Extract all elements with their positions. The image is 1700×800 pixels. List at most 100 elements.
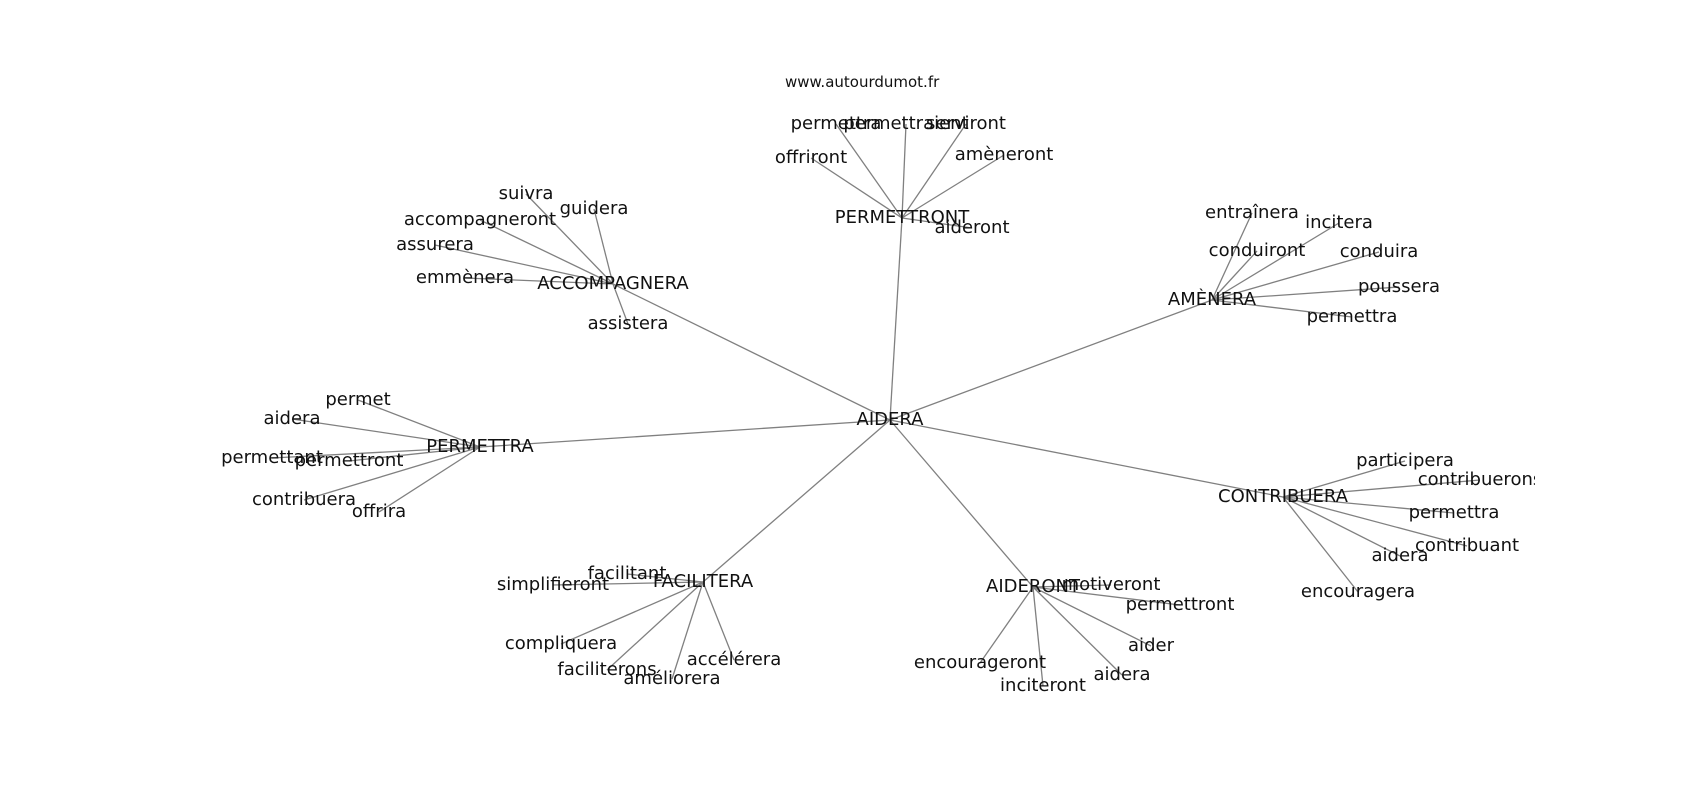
edge-hub-leaf [626, 573, 704, 583]
leaf-node-label: permettront [1126, 594, 1235, 615]
edge-hub-leaf [1032, 586, 1152, 647]
edge-hub-leaf [525, 193, 614, 285]
leaf-node-label: incitera [1305, 212, 1373, 233]
leaf-node-label: motiveront [1062, 574, 1161, 595]
edge-root-hub [479, 419, 891, 448]
edge-hub-leaf [1211, 250, 1258, 301]
hub-node-label: CONTRIBUERA [1218, 486, 1349, 507]
edge-hub-leaf [606, 581, 704, 671]
leaf-node-label: accélérera [687, 649, 781, 670]
leaf-node-label: simplifieront [497, 574, 609, 595]
edge-hub-leaf [671, 581, 704, 680]
leaf-node-label: permettant [221, 447, 323, 468]
root-node-label: AIDERA [857, 409, 925, 430]
edge-hub-leaf [1211, 286, 1400, 301]
leaf-node-label: conduira [1340, 241, 1419, 262]
edge-hub-leaf [464, 277, 614, 285]
edge-hub-leaf [702, 581, 735, 661]
leaf-node-label: assurera [396, 234, 474, 255]
hub-node-label: PERMETTRA [426, 436, 534, 457]
edge-hub-leaf [901, 217, 973, 229]
edge-hub-leaf [1032, 586, 1044, 687]
edge-root-hub [889, 419, 1284, 498]
leaf-node-label: guidera [560, 198, 629, 219]
edge-hub-leaf [901, 123, 967, 219]
leaf-node-label: aidera [1094, 664, 1151, 685]
leaf-node-label: aideront [934, 217, 1009, 238]
leaf-node-label: aider [1128, 635, 1175, 656]
hub-node-label: FACILITERA [653, 571, 754, 592]
edge-hub-leaf [979, 586, 1034, 664]
leaf-node-label: permettraient [843, 113, 968, 134]
leaf-node-label: serviront [926, 113, 1006, 134]
edge-hub-leaf [271, 446, 481, 459]
edge-root-hub [889, 299, 1213, 421]
edge-hub-leaf [291, 418, 481, 448]
edge-hub-leaf [1211, 222, 1340, 301]
leaf-node-label: offriront [775, 147, 847, 168]
edge-hub-leaf [1211, 299, 1353, 318]
edge-hub-leaf [612, 283, 629, 325]
edge-hub-leaf [378, 446, 481, 513]
leaf-node-label: permettra [1409, 502, 1500, 523]
edge-hub-leaf [348, 446, 481, 462]
edge-root-hub [889, 217, 903, 421]
edge-hub-leaf [1032, 586, 1181, 606]
leaf-node-label: amèneront [955, 144, 1054, 165]
leaf-node-label: assistera [588, 313, 669, 334]
watermark-text: www.autourdumot.fr [785, 73, 940, 91]
leaf-node-label: contribuant [1415, 535, 1519, 556]
leaf-node-label: aidera [264, 408, 321, 429]
leaf-node-label: entraînera [1205, 202, 1299, 223]
edge-hub-leaf [901, 154, 1005, 219]
hub-node-label: AIDERONT [986, 576, 1081, 597]
leaf-node-label: faciliterons [557, 659, 656, 680]
leaf-node-label: encouragera [1301, 581, 1415, 602]
leaf-node-label: permet [325, 389, 390, 410]
edge-hub-leaf [303, 446, 481, 501]
edge-root-hub [702, 419, 891, 583]
edge-hub-leaf [560, 581, 704, 645]
leaf-node-label: améliorera [623, 668, 720, 689]
edge-hub-leaf [1282, 460, 1406, 498]
edge-hub-leaf [479, 219, 614, 285]
leaf-node-label: contribuera [252, 489, 356, 510]
leaf-node-label: conduiront [1209, 240, 1306, 261]
edge-hub-leaf [552, 581, 704, 586]
hub-node-label: PERMETTRONT [835, 207, 970, 228]
hub-node-label: ACCOMPAGNERA [537, 273, 689, 294]
leaf-node-label: emmènera [416, 267, 514, 288]
edge-hub-leaf [901, 123, 907, 219]
leaf-node-label: compliquera [505, 633, 617, 654]
edge-hub-leaf [1282, 496, 1359, 593]
leaf-node-label: inciteront [1000, 675, 1086, 696]
hub-node-label: AMÈNERA [1168, 288, 1257, 310]
edge-hub-leaf [1211, 212, 1253, 301]
leaf-node-label: offrira [352, 501, 406, 522]
leaf-node-label: contribuerons [1418, 469, 1543, 490]
leaf-node-label: permettra [791, 113, 882, 134]
edge-hub-leaf [1211, 251, 1380, 301]
leaf-node-label: encourageront [914, 652, 1046, 673]
edge-hub-leaf [1282, 479, 1481, 498]
leaf-node-label: permettra [1307, 306, 1398, 327]
leaf-node-label: poussera [1358, 276, 1440, 297]
leaf-node-label: facilitant [588, 563, 667, 584]
edge-root-hub [889, 419, 1034, 588]
label-layer: permettrapermettraientservirontoffriront… [221, 113, 1543, 696]
edge-hub-leaf [810, 157, 903, 219]
leaf-node-label: aidera [1372, 545, 1429, 566]
edge-hub-leaf [593, 208, 614, 285]
edge-hub-leaf [835, 123, 903, 219]
edge-hub-leaf [1282, 496, 1401, 557]
edge-layer [271, 123, 1481, 687]
edge-hub-leaf [1282, 496, 1468, 547]
leaf-node-label: permettront [295, 450, 404, 471]
leaf-node-label: suivra [499, 183, 554, 204]
leaf-node-label: accompagneront [404, 209, 556, 230]
edge-hub-leaf [1282, 496, 1455, 514]
edge-hub-leaf [1032, 586, 1123, 676]
edge-root-hub [612, 283, 891, 421]
edge-hub-leaf [1032, 584, 1112, 588]
